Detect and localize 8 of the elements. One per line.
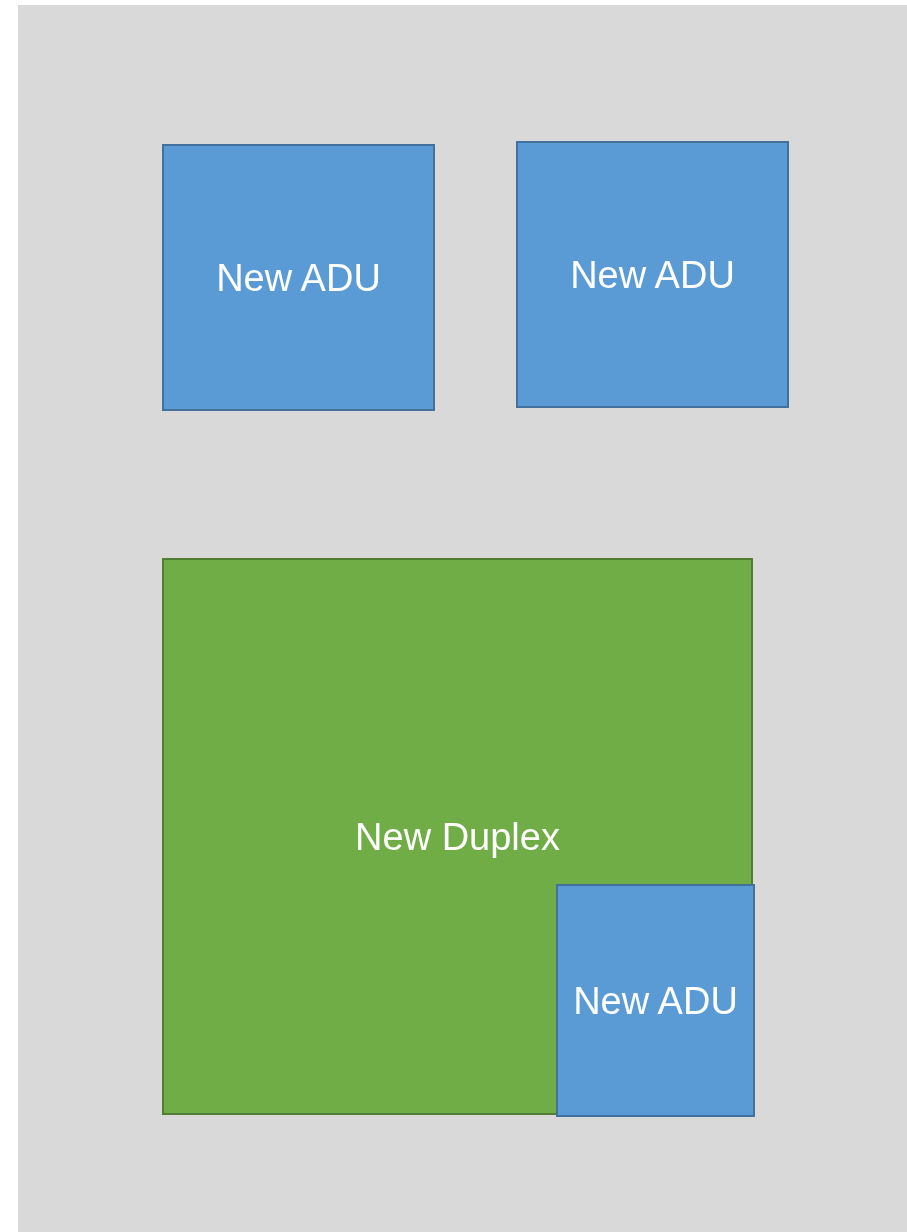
building-block <box>516 141 789 408</box>
building-label: New ADU <box>572 978 739 1024</box>
building-label: New ADU <box>570 252 735 298</box>
building-label: New ADU <box>216 255 381 301</box>
building-block <box>162 144 435 411</box>
annex-block <box>556 884 755 1117</box>
building-label: New Duplex <box>355 814 560 860</box>
building-block <box>162 558 753 1115</box>
